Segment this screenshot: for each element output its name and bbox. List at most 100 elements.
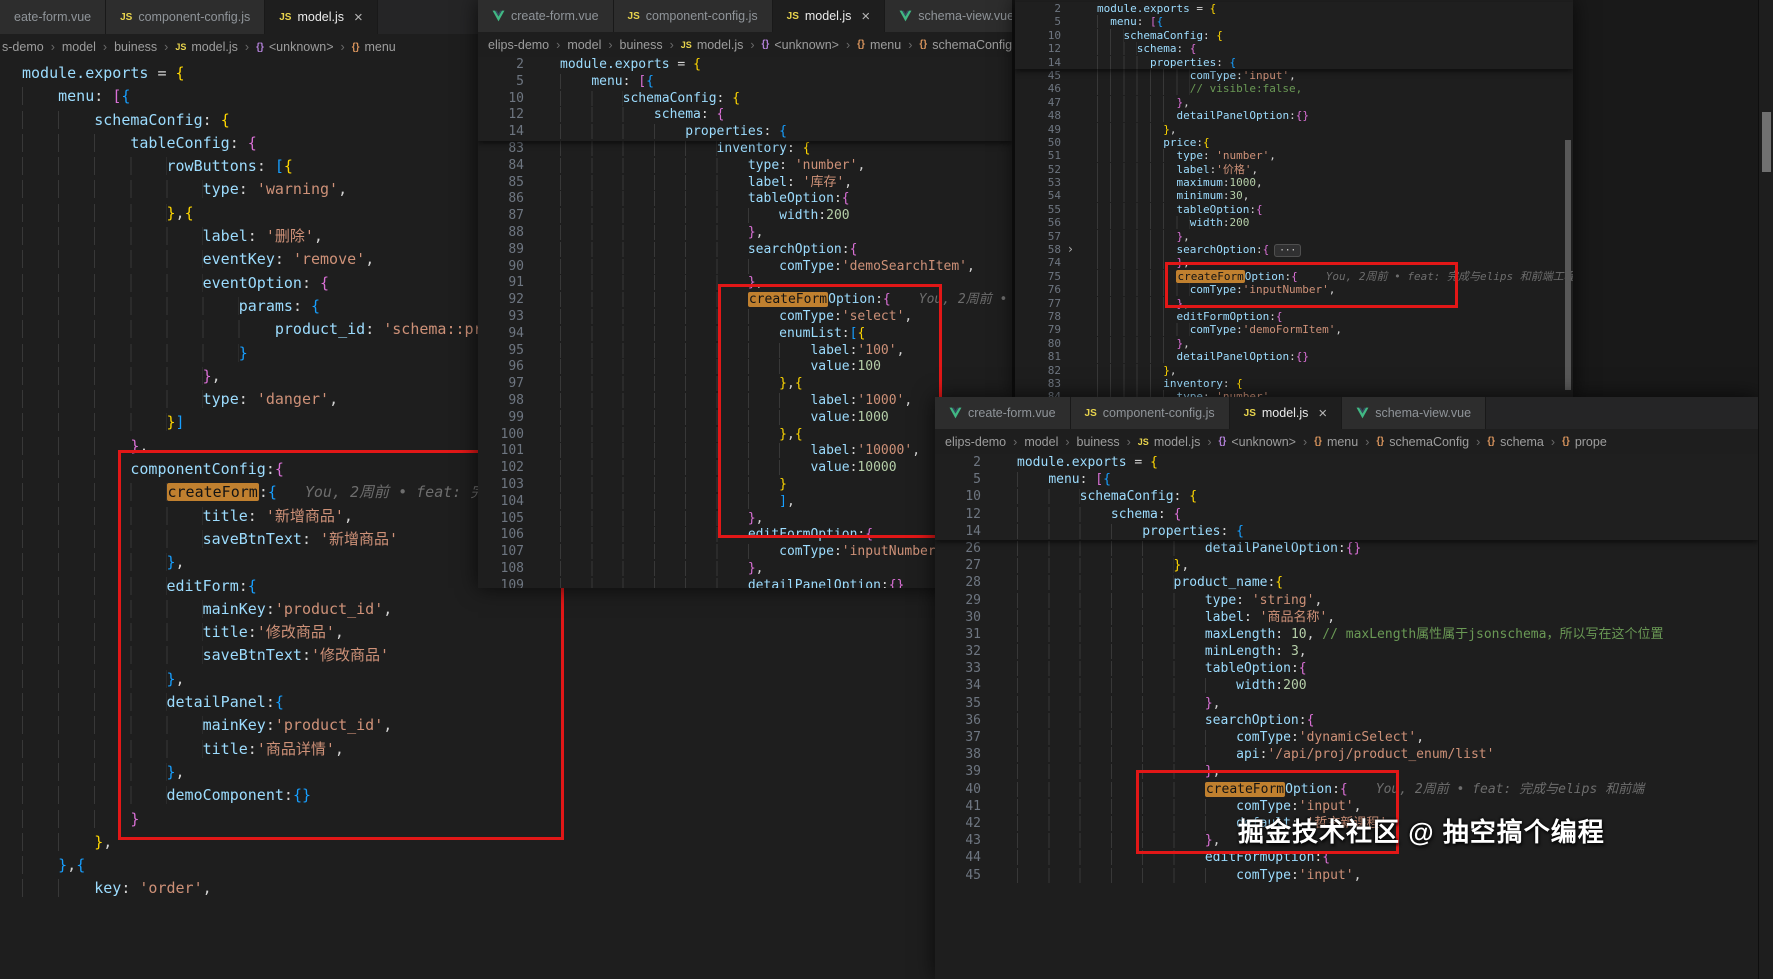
- breadcrumb-item-elips-demo[interactable]: elips-demo: [945, 435, 1006, 449]
- line-number: 52: [1047, 162, 1061, 176]
- scrollbar-thumb[interactable]: [1565, 140, 1571, 390]
- fold-chevron-icon[interactable]: ›: [1066, 242, 1074, 257]
- code-line: 78 editFormOption:{: [1015, 309, 1573, 323]
- code-lines: 45 comType:'input',46 // visible:false,4…: [1015, 68, 1573, 397]
- code-line: 101 label:'10000',: [478, 443, 1012, 460]
- breadcrumb-item-menu[interactable]: {}menu: [1314, 435, 1358, 449]
- breadcrumb-label: model.js: [191, 40, 238, 54]
- breadcrumb-item-buiness[interactable]: buiness: [1077, 435, 1120, 449]
- code-line: 93 comType:'select',: [478, 308, 1012, 326]
- scrollbar-thumb[interactable]: [1762, 112, 1771, 172]
- code-line: 40 createFormOption:{You, 2周前 • feat: 完成…: [935, 781, 1758, 798]
- breadcrumb-item-elips-demo[interactable]: elips-demo: [488, 38, 549, 52]
- breadcrumb-separator: ›: [1207, 434, 1212, 449]
- breadcrumb-separator: ›: [1013, 434, 1018, 449]
- line-number: 45: [1047, 68, 1061, 82]
- line-number: 54: [1047, 189, 1061, 203]
- code-line: }: [0, 342, 940, 365]
- line-number: 85: [508, 174, 524, 190]
- breadcrumb-item-model[interactable]: model: [567, 38, 601, 52]
- tab-create-form.vue[interactable]: create-form.vue: [935, 397, 1071, 429]
- breadcrumb-label: prope: [1574, 434, 1607, 449]
- breadcrumb-item-model[interactable]: model: [1024, 435, 1058, 449]
- breadcrumb-label: <unknown>: [1231, 434, 1296, 449]
- code-line: 26 detailPanelOption:{}: [935, 540, 1758, 557]
- scrollbar[interactable]: [1758, 0, 1773, 979]
- line-number: 80: [1047, 336, 1061, 350]
- code-line: saveBtnText: '新增商品': [0, 528, 940, 551]
- tab-component-config.js[interactable]: JS component-config.js: [613, 0, 773, 32]
- tab-eate-form.vue[interactable]: eate-form.vue: [0, 0, 107, 34]
- breadcrumb-label: <unknown>: [774, 37, 839, 52]
- breadcrumb-separator: ›: [1065, 434, 1070, 449]
- close-tab-icon[interactable]: ×: [354, 8, 363, 26]
- tab-label: schema-view.vue: [918, 9, 1012, 23]
- line-number: 10: [508, 90, 524, 106]
- code-line: 94 enumList:[{: [478, 325, 1012, 343]
- search-match-highlight: createForm: [747, 292, 829, 308]
- line-number: 75: [1047, 269, 1061, 283]
- tab-label: model.js: [804, 9, 852, 23]
- breadcrumb-separator: ›: [1476, 434, 1481, 449]
- breadcrumb-item-schemaConfig[interactable]: {}schemaConfig: [919, 38, 1012, 52]
- line-number: 29: [965, 592, 981, 608]
- breadcrumb-item-<unknown>[interactable]: {}<unknown>: [762, 38, 839, 52]
- line-number: 28: [965, 575, 981, 591]
- code-line: 86 tableOption:{: [478, 191, 1012, 208]
- symbol-unknown-icon: {}: [256, 41, 264, 53]
- breadcrumb-label: buiness: [1076, 434, 1120, 449]
- line-number: 30: [965, 609, 981, 625]
- js-file-icon: JS: [627, 10, 640, 22]
- breadcrumb-item-menu[interactable]: {}menu: [352, 40, 396, 54]
- tab-label: component-config.js: [645, 9, 758, 23]
- line-number: 103: [500, 476, 524, 492]
- code-line: 85 label: '库存',: [478, 174, 1012, 192]
- code-line: 35 },: [935, 695, 1758, 712]
- breadcrumb-item-buiness[interactable]: buiness: [114, 40, 157, 54]
- line-number: 2: [973, 455, 981, 470]
- breadcrumb-label: menu: [1326, 434, 1359, 449]
- code-line: },{: [0, 854, 940, 877]
- breadcrumb-item-<unknown>[interactable]: {}<unknown>: [1219, 435, 1296, 449]
- code-line: 10 schemaConfig: {: [478, 90, 1012, 108]
- code-line: mainKey:'product_id',: [0, 598, 940, 621]
- breadcrumb-item-schemaConfig[interactable]: {}schemaConfig: [1376, 435, 1469, 449]
- line-number: 33: [965, 661, 981, 677]
- line-number: 78: [1047, 309, 1061, 323]
- breadcrumb-item-buiness[interactable]: buiness: [620, 38, 663, 52]
- breadcrumb-item-prope[interactable]: {}prope: [1562, 435, 1607, 449]
- line-number: 51: [1047, 149, 1061, 163]
- breadcrumb-item-s-demo[interactable]: s-demo: [2, 40, 44, 54]
- close-tab-icon[interactable]: ×: [1318, 404, 1328, 422]
- code-line: 96 value:100: [478, 359, 1012, 376]
- code-line: demoComponent:{}: [0, 784, 940, 807]
- breadcrumb-item-menu[interactable]: {}menu: [857, 38, 901, 52]
- code-line: 33 tableOption:{: [935, 660, 1758, 677]
- line-number: 46: [1047, 82, 1061, 96]
- code-line: 14 properties: {: [1015, 55, 1573, 69]
- code-line: 53 maximum:1000,: [1015, 176, 1573, 190]
- close-tab-icon[interactable]: ×: [861, 7, 871, 25]
- breadcrumb-item-<unknown>[interactable]: {}<unknown>: [256, 40, 333, 54]
- breadcrumb-item-model[interactable]: model: [62, 40, 96, 54]
- tab-schema-view.vue[interactable]: schema-view.vue: [885, 0, 1012, 32]
- line-number: 56: [1047, 216, 1061, 230]
- code-line: 57 },: [1015, 229, 1573, 243]
- breadcrumb-item-schema[interactable]: {}schema: [1487, 435, 1544, 449]
- line-number: 14: [508, 124, 524, 140]
- code-line: 95 label:'100',: [478, 342, 1012, 360]
- tab-create-form.vue[interactable]: create-form.vue: [478, 0, 614, 32]
- tab-schema-view.vue[interactable]: schema-view.vue: [1342, 397, 1487, 429]
